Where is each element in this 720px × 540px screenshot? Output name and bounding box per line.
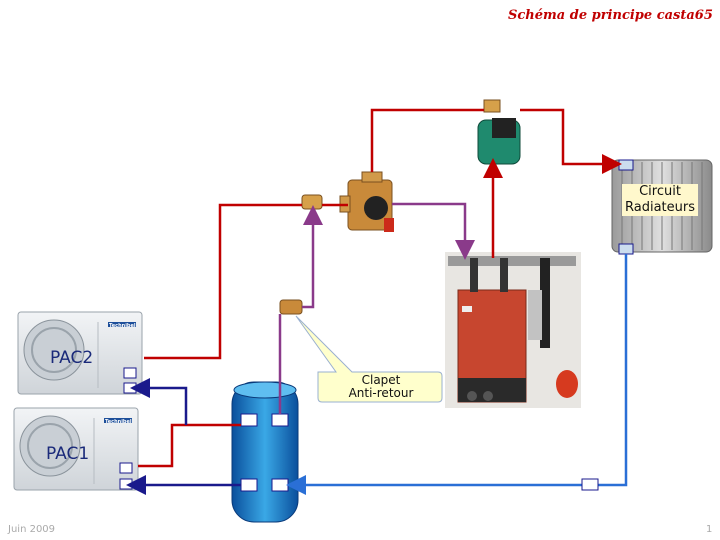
pac2-label: PAC2 <box>50 348 94 368</box>
boiler <box>445 252 581 408</box>
radiator-label: Circuit Radiateurs <box>622 184 698 216</box>
circulator-pump <box>477 99 521 165</box>
radiator-return-pipe <box>286 254 628 495</box>
pac1-unit <box>13 407 139 491</box>
diagram-title: Schéma de principe casta65 <box>508 8 713 23</box>
page-number: 1 <box>706 524 713 535</box>
footer-date: Juin 2009 <box>8 524 56 535</box>
hot-pipes <box>138 108 622 468</box>
callout-text: Clapet Anti-retour <box>322 374 440 400</box>
pac2-unit <box>17 311 143 395</box>
mixing-valve <box>339 171 394 232</box>
pac1-brand: Technibel <box>105 419 132 425</box>
check-valve-callout <box>295 315 443 403</box>
radiator-label-line1: Circuit <box>639 184 681 199</box>
pac1-label: PAC1 <box>46 444 90 464</box>
mixed-pipes <box>278 202 475 414</box>
buffer-tank <box>231 381 299 523</box>
check-valve <box>279 299 303 315</box>
callout-line1: Clapet <box>361 373 401 387</box>
callout-line2: Anti-retour <box>348 386 414 400</box>
cold-pipes <box>126 378 241 495</box>
tee-fitting-top <box>301 194 323 210</box>
radiator-label-line2: Radiateurs <box>625 200 695 215</box>
return-connector <box>581 478 599 491</box>
pac2-brand: Technibel <box>109 323 136 329</box>
